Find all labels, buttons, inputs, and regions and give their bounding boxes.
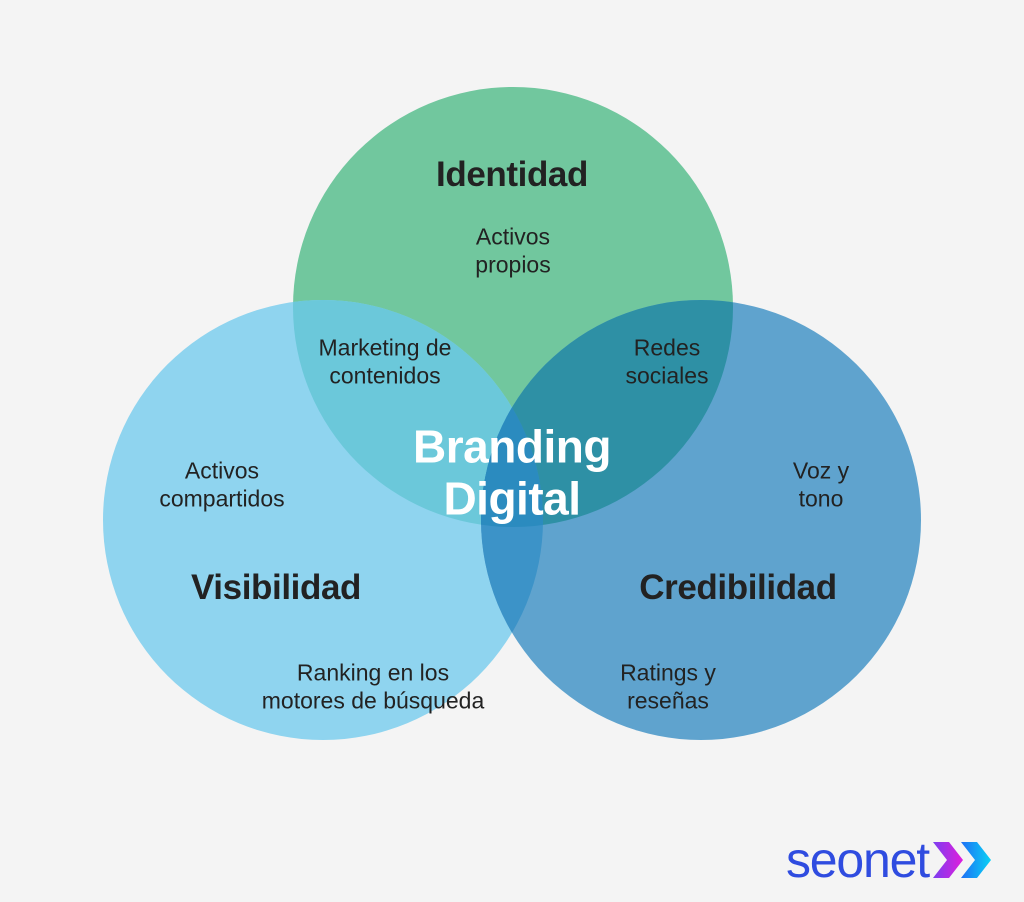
seonet-logo: seonet — [786, 832, 995, 888]
chevron-right-icon — [960, 842, 991, 878]
logo-chevrons — [932, 842, 991, 878]
chevron-right-icon — [932, 842, 963, 878]
seonet-wordmark: seonet — [786, 832, 930, 888]
